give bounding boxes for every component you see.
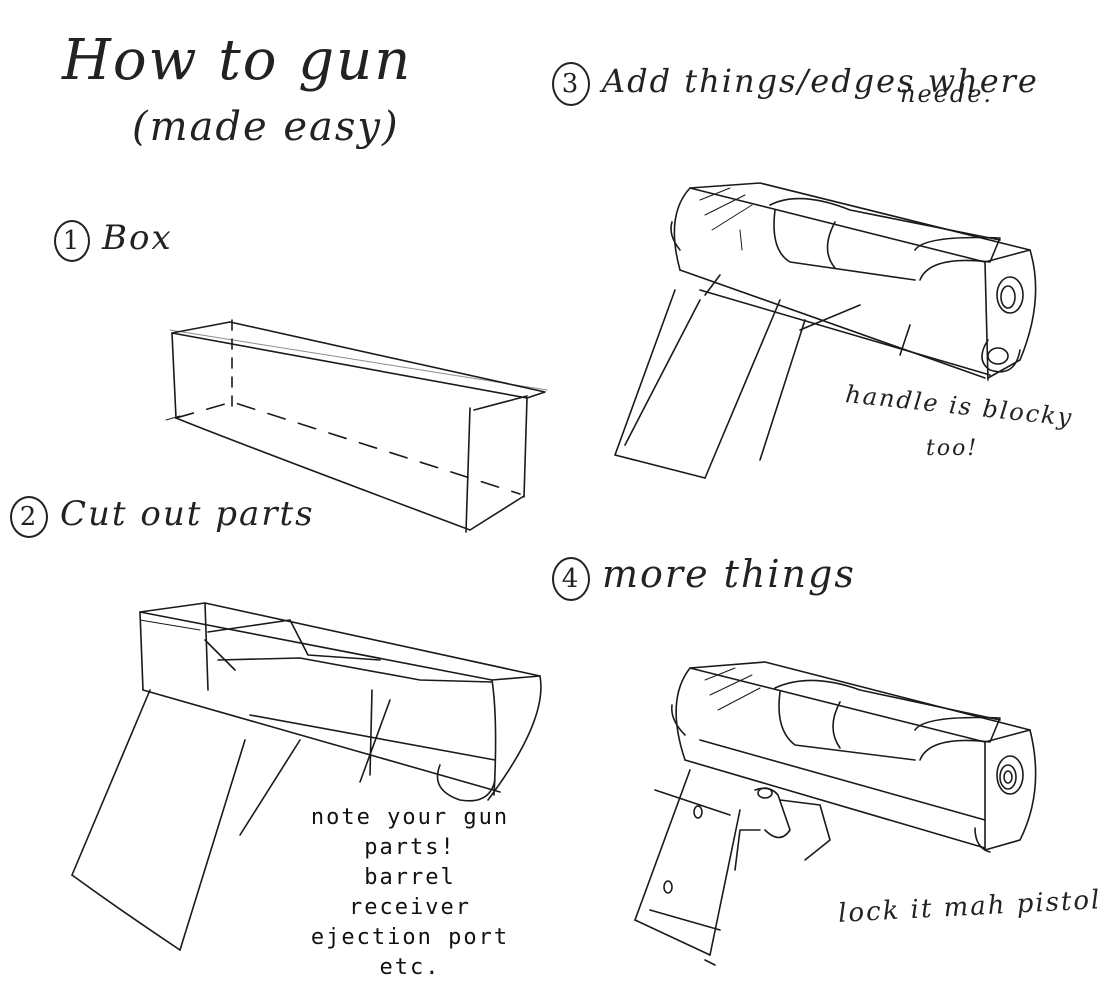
step-4-text: more things <box>602 552 856 596</box>
step-1-number: 1 <box>54 220 90 262</box>
step-3-text: Add things/edges where <box>602 62 1039 100</box>
parts-note: note your gun parts! barrel receiver eje… <box>280 803 540 983</box>
box-sketch <box>165 319 548 533</box>
step-3-text-cont: neede. <box>900 80 994 108</box>
step-3-label: 3 Add things/edges where <box>552 62 1039 106</box>
step-1-text: Box <box>102 218 173 258</box>
parts-note-line: ejection port <box>310 925 510 950</box>
parts-note-line: parts! <box>364 835 456 860</box>
step-2-text: Cut out parts <box>60 494 315 534</box>
parts-note-line: note your gun <box>310 805 510 830</box>
page-title: How to gun <box>62 28 413 93</box>
page-subtitle: (made easy) <box>132 104 400 150</box>
handle-note-line2: too! <box>926 436 979 461</box>
detailed-gun-sketch <box>614 182 1037 479</box>
cut-parts-sketch <box>71 602 542 951</box>
step-1-label: 1 Box <box>54 218 173 262</box>
step-4-label: 4 more things <box>552 552 856 601</box>
step-2-number: 2 <box>10 496 48 538</box>
parts-note-line: etc. <box>379 955 441 980</box>
step-2-label: 2 Cut out parts <box>10 494 315 538</box>
parts-note-line: barrel <box>364 865 456 890</box>
final-pistol-sketch <box>634 661 1037 966</box>
step-3-number: 3 <box>552 62 590 106</box>
step-4-number: 4 <box>552 557 590 601</box>
parts-note-line: receiver <box>349 895 471 920</box>
